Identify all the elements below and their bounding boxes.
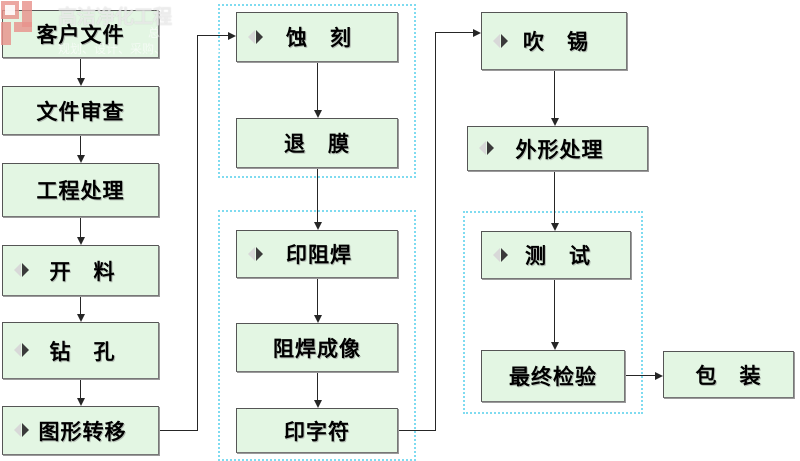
arrow-head-down-icon	[550, 342, 559, 350]
process-node-label: 印字符	[284, 419, 350, 444]
process-node-label: 钻 孔	[49, 339, 116, 364]
process-node-n16[interactable]: 包 装	[663, 351, 794, 398]
process-node-n7[interactable]: 蚀 刻	[236, 12, 398, 62]
process-node-n15[interactable]: 最终检验	[481, 350, 625, 402]
arrow-head-down-icon	[313, 315, 322, 323]
process-node-n13[interactable]: 外形处理	[467, 126, 648, 171]
connector-line	[80, 135, 81, 156]
connector-line	[159, 430, 198, 431]
process-node-n4[interactable]: 开 料	[2, 245, 159, 296]
process-node-n2[interactable]: 文件审查	[2, 86, 159, 135]
process-node-n6[interactable]: 图形转移	[2, 406, 159, 455]
process-node-label: 开 料	[49, 259, 116, 284]
connector-line	[317, 372, 318, 401]
arrow-head-down-icon	[313, 222, 322, 230]
process-node-label: 印阻焊	[286, 243, 352, 267]
diamond-bullet-icon	[248, 246, 263, 262]
arrow-head-down-icon	[313, 400, 322, 408]
process-node-label: 退 膜	[284, 132, 350, 156]
connector-line	[554, 171, 555, 224]
connector-line	[398, 430, 436, 431]
arrow-head-down-icon	[76, 398, 85, 406]
connector-line	[80, 217, 81, 238]
process-node-n1[interactable]: 客户文件	[2, 10, 159, 58]
process-node-n14[interactable]: 测 试	[481, 231, 631, 279]
diamond-bullet-icon	[479, 141, 494, 156]
connector-line	[435, 32, 474, 33]
arrow-head-down-icon	[76, 314, 85, 322]
connector-line	[197, 35, 229, 36]
process-node-n10[interactable]: 阻焊成像	[236, 323, 398, 372]
process-node-label: 最终检验	[509, 365, 597, 389]
arrow-head-down-icon	[313, 110, 322, 118]
diamond-bullet-icon	[14, 263, 29, 278]
connector-line	[317, 278, 318, 316]
process-node-n5[interactable]: 钻 孔	[2, 322, 159, 379]
process-node-label: 工程处理	[36, 179, 125, 203]
connector-line	[625, 375, 656, 376]
process-node-label: 客户文件	[36, 23, 125, 47]
arrow-head-down-icon	[550, 118, 559, 126]
arrow-head-right-icon	[228, 31, 236, 40]
process-node-label: 吹 锡	[523, 30, 589, 54]
process-node-n12[interactable]: 吹 锡	[481, 12, 627, 70]
process-node-label: 测 试	[525, 244, 591, 268]
process-node-label: 图形转移	[38, 419, 127, 444]
process-node-label: 蚀 刻	[286, 26, 352, 50]
connector-line	[317, 168, 318, 223]
process-node-n9[interactable]: 印阻焊	[236, 230, 398, 278]
arrow-head-down-icon	[76, 237, 85, 245]
diamond-bullet-icon	[14, 343, 29, 358]
process-node-label: 外形处理	[515, 137, 604, 162]
diamond-bullet-icon	[14, 423, 29, 438]
arrow-head-down-icon	[76, 78, 85, 86]
arrow-head-right-icon	[473, 28, 481, 37]
diamond-bullet-icon	[248, 29, 263, 45]
connector-line	[317, 62, 318, 111]
connector-line	[80, 379, 81, 399]
connector-line	[554, 279, 555, 343]
process-node-n3[interactable]: 工程处理	[2, 163, 159, 217]
process-node-n8[interactable]: 退 膜	[236, 118, 398, 168]
diamond-bullet-icon	[493, 33, 508, 49]
process-node-label: 文件审查	[36, 99, 125, 124]
diamond-bullet-icon	[493, 247, 508, 263]
connector-line	[80, 296, 81, 315]
process-node-label: 包 装	[695, 363, 762, 388]
connector-line	[197, 35, 198, 431]
arrow-head-right-icon	[655, 371, 663, 380]
process-node-n11[interactable]: 印字符	[236, 408, 398, 453]
arrow-head-down-icon	[76, 155, 85, 163]
process-node-label: 阻焊成像	[273, 336, 361, 361]
connector-line	[80, 58, 81, 79]
arrow-head-down-icon	[550, 223, 559, 231]
connector-line	[435, 32, 436, 431]
connector-line	[554, 70, 555, 119]
